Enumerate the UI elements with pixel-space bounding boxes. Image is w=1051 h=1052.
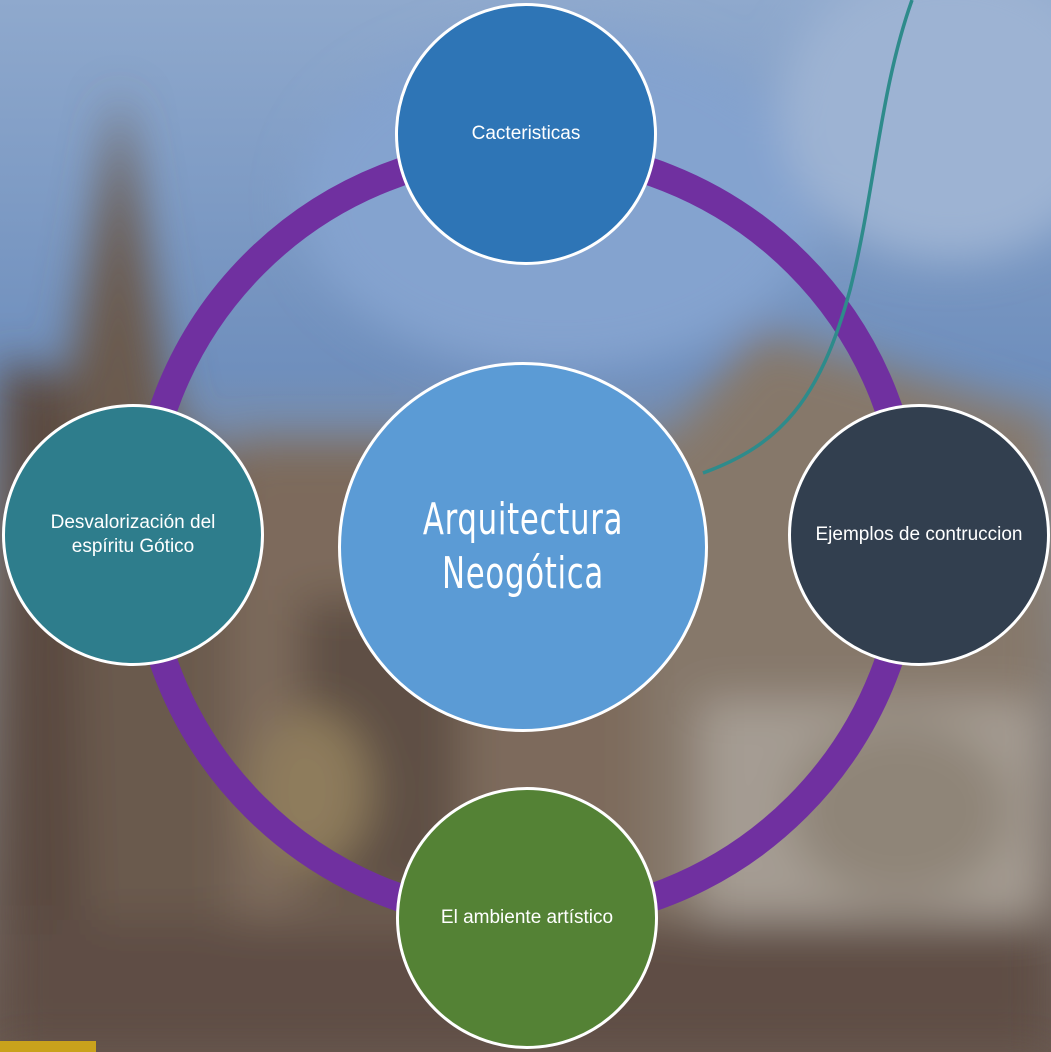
- node-characteristics: Cacteristicas: [395, 3, 657, 265]
- center-node: Arquitectura Neogótica: [338, 362, 708, 732]
- node-gothic-devaluation: Desvalorización del espíritu Gótico: [2, 404, 264, 666]
- connector-line: [702, 0, 914, 475]
- node-artistic-environment-label: El ambiente artístico: [440, 907, 614, 929]
- node-artistic-environment: El ambiente artístico: [396, 787, 658, 1049]
- node-characteristics-label: Cacteristicas: [471, 123, 581, 145]
- corner-decoration: [0, 1041, 96, 1052]
- node-construction-examples-label: Ejemplos de contruccion: [815, 524, 1023, 546]
- node-gothic-devaluation-label: Desvalorización del espíritu Gótico: [50, 512, 216, 557]
- center-node-label: Arquitectura Neogótica: [422, 494, 624, 599]
- node-construction-examples: Ejemplos de contruccion: [788, 404, 1050, 666]
